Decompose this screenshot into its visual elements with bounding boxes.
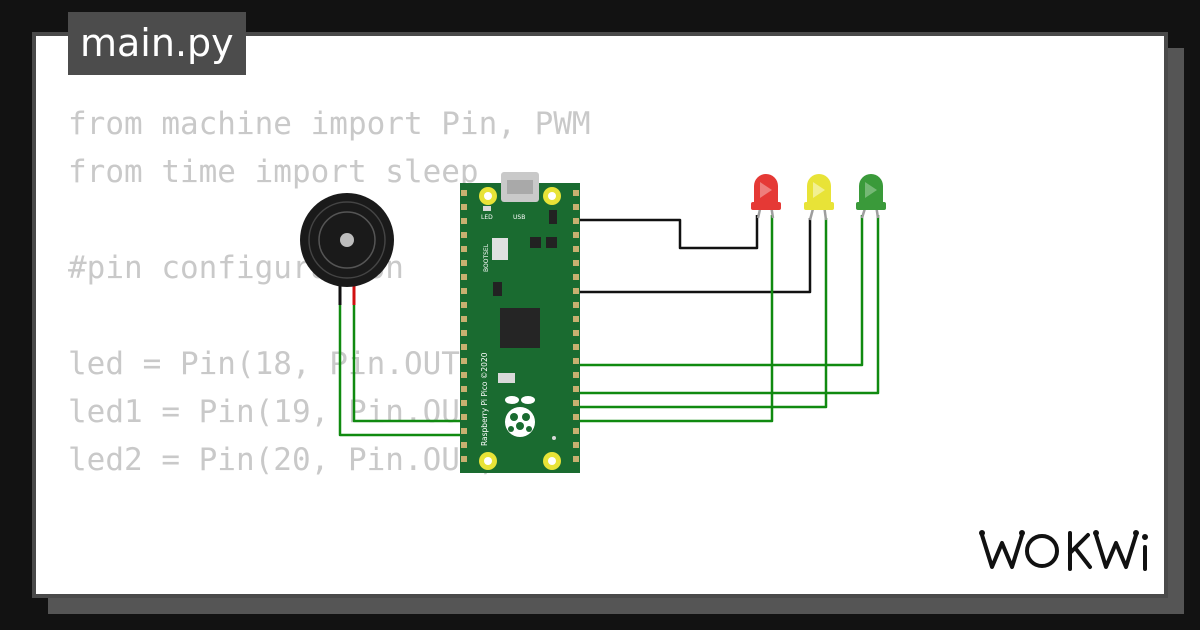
- header-pin: [461, 260, 467, 266]
- header-pin: [573, 386, 579, 392]
- onboard-led: [483, 206, 491, 211]
- preview-card: [32, 32, 1168, 598]
- header-pin: [461, 386, 467, 392]
- header-pin: [461, 302, 467, 308]
- bootsel-button: [492, 238, 508, 260]
- header-pin: [573, 330, 579, 336]
- rp2040-chip: [500, 308, 540, 348]
- wire-signal-green-led: [570, 215, 880, 395]
- header-pin: [461, 358, 467, 364]
- wire-ground-green-led: [570, 215, 864, 367]
- header-pin: [461, 232, 467, 238]
- wire-ground-red-led: [570, 215, 759, 250]
- buzzer[interactable]: [300, 193, 394, 305]
- header-pin: [573, 372, 579, 378]
- raspberry-logo-icon: [505, 396, 535, 437]
- header-pin: [461, 400, 467, 406]
- header-pin: [573, 358, 579, 364]
- header-pin: [573, 218, 579, 224]
- header-pin: [461, 414, 467, 420]
- header-pin: [461, 288, 467, 294]
- header-pin: [573, 442, 579, 448]
- header-pin: [573, 302, 579, 308]
- silk-bootsel-label: BOOTSEL: [483, 243, 490, 272]
- header-pin: [573, 260, 579, 266]
- header-pin: [461, 316, 467, 322]
- header-pin: [461, 274, 467, 280]
- code-line: led = Pin(18, Pin.OUT): [68, 346, 479, 382]
- header-pin: [573, 190, 579, 196]
- led-yellow[interactable]: [804, 174, 834, 221]
- header-pin: [461, 428, 467, 434]
- header-pin: [461, 372, 467, 378]
- header-pin: [461, 246, 467, 252]
- wire-signal-yellow-led: [570, 218, 828, 409]
- header-pin: [461, 190, 467, 196]
- pico-board[interactable]: LED USB BOOTSEL Raspberry Pi Pico ©2020: [460, 172, 580, 473]
- header-pin: [461, 442, 467, 448]
- header-pin: [461, 456, 467, 462]
- header-pin: [573, 400, 579, 406]
- code-editor: from machine import Pin, PWM from time i…: [68, 100, 591, 484]
- header-pin: [461, 218, 467, 224]
- code-line: from time import sleep: [68, 154, 479, 190]
- header-pin: [461, 204, 467, 210]
- led-red[interactable]: [751, 174, 781, 219]
- wire-signal-red-led: [570, 215, 774, 423]
- wire-buzzer-neg: [338, 290, 468, 437]
- header-pin: [573, 316, 579, 322]
- header-pin: [573, 414, 579, 420]
- header-pin: [573, 232, 579, 238]
- board-name-label: Raspberry Pi Pico ©2020: [480, 352, 489, 446]
- wokwi-logo-icon: [979, 530, 1148, 571]
- header-pin: [573, 274, 579, 280]
- header-pin: [573, 344, 579, 350]
- wires: [338, 215, 880, 437]
- silk-usb-label: USB: [513, 214, 525, 221]
- header-pin: [573, 204, 579, 210]
- header-pin: [573, 288, 579, 294]
- header-pin: [461, 344, 467, 350]
- header-pin: [461, 330, 467, 336]
- header-pin: [573, 456, 579, 462]
- silk-led-label: LED: [481, 214, 493, 221]
- header-pin: [573, 428, 579, 434]
- led-green[interactable]: [856, 174, 886, 219]
- wire-buzzer-pos: [352, 290, 468, 423]
- wire-ground-yellow-led: [570, 218, 812, 294]
- code-line: led1 = Pin(19, Pin.OUT): [68, 394, 498, 430]
- code-line: from machine import Pin, PWM: [68, 106, 591, 142]
- file-tab[interactable]: main.py: [68, 12, 246, 75]
- header-pin: [573, 246, 579, 252]
